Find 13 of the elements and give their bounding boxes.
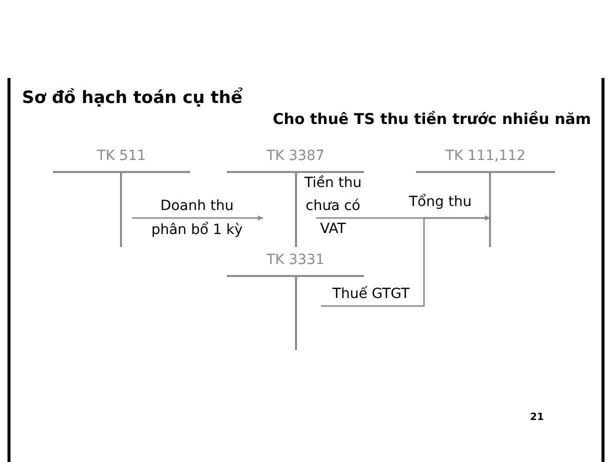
account-name: TK 3387 — [266, 147, 326, 165]
total-label: Tổng thu — [409, 194, 472, 210]
edge-label: Thuế GTGT — [331, 285, 411, 304]
arrow — [132, 216, 263, 220]
account-name: TK 3331 — [266, 251, 326, 269]
arrow — [321, 216, 490, 307]
edge-label: Doanh thu phân bổ 1 kỳ — [150, 197, 244, 240]
account-name: TK 511 — [96, 147, 147, 165]
subtitle: Cho thuê TS thu tiền trước nhiều năm — [272, 110, 591, 128]
page-number: 21 — [530, 412, 544, 423]
slide-title: Sơ đồ hạch toán cụ thể — [22, 88, 242, 108]
edge-label: Tiền thu chưa có VAT — [303, 174, 363, 239]
account-name: TK 111,112 — [444, 147, 527, 165]
